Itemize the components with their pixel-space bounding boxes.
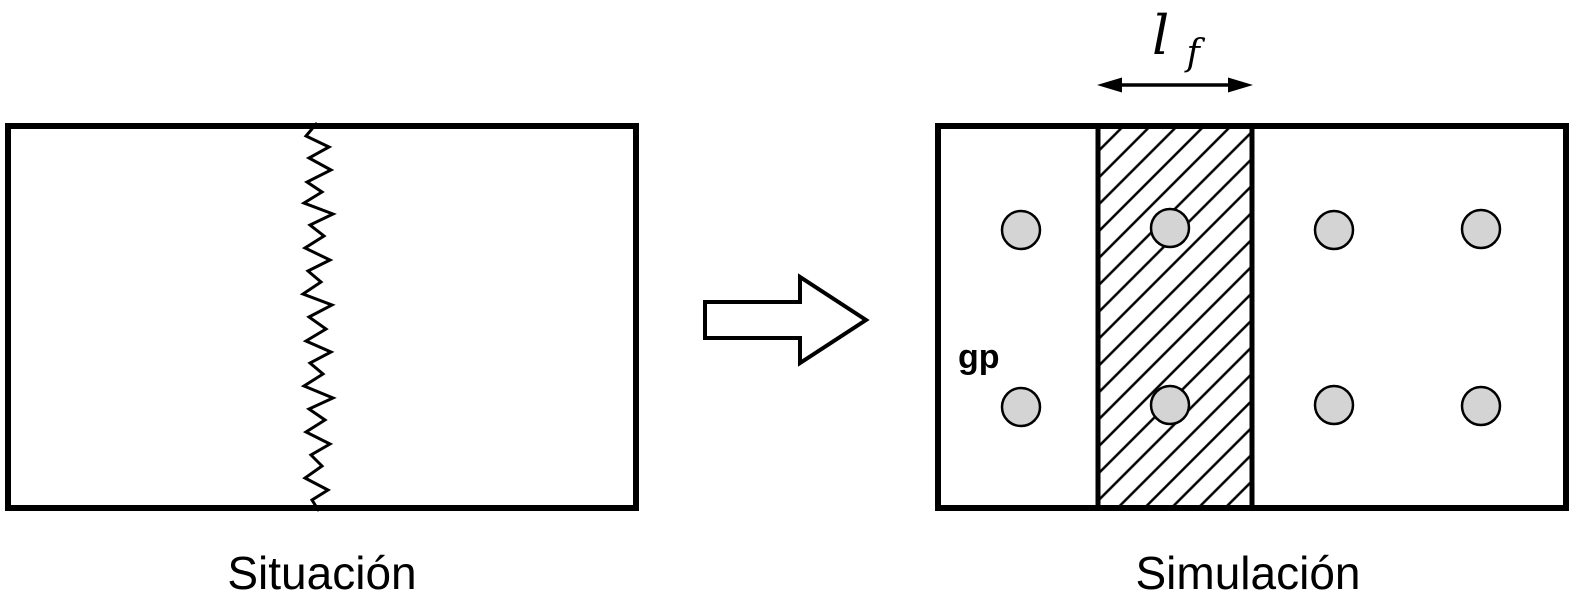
gauss-point bbox=[1000, 386, 1042, 428]
crack-zigzag-line bbox=[299, 122, 337, 512]
gauss-point bbox=[1000, 209, 1042, 251]
simulation-caption: Simulación bbox=[1136, 547, 1361, 599]
situation-caption: Situación bbox=[227, 547, 416, 599]
gauss-point-annotation: gp bbox=[958, 338, 1000, 376]
gauss-point bbox=[1313, 384, 1355, 426]
gauss-point bbox=[1313, 209, 1355, 251]
situation-specimen-rect bbox=[5, 123, 639, 511]
gauss-point bbox=[1149, 384, 1191, 426]
band-width-dimension-arrow-icon bbox=[1097, 77, 1253, 93]
gauss-point bbox=[1149, 207, 1191, 249]
band-width-symbol: l bbox=[1152, 4, 1169, 67]
band-width-subscript: f bbox=[1183, 33, 1205, 74]
band-width-label: l f bbox=[1152, 4, 1205, 74]
gauss-point bbox=[1460, 385, 1502, 427]
crack-band-hatched bbox=[1095, 123, 1255, 511]
gauss-point bbox=[1460, 208, 1502, 250]
transform-arrow-icon bbox=[703, 273, 870, 367]
